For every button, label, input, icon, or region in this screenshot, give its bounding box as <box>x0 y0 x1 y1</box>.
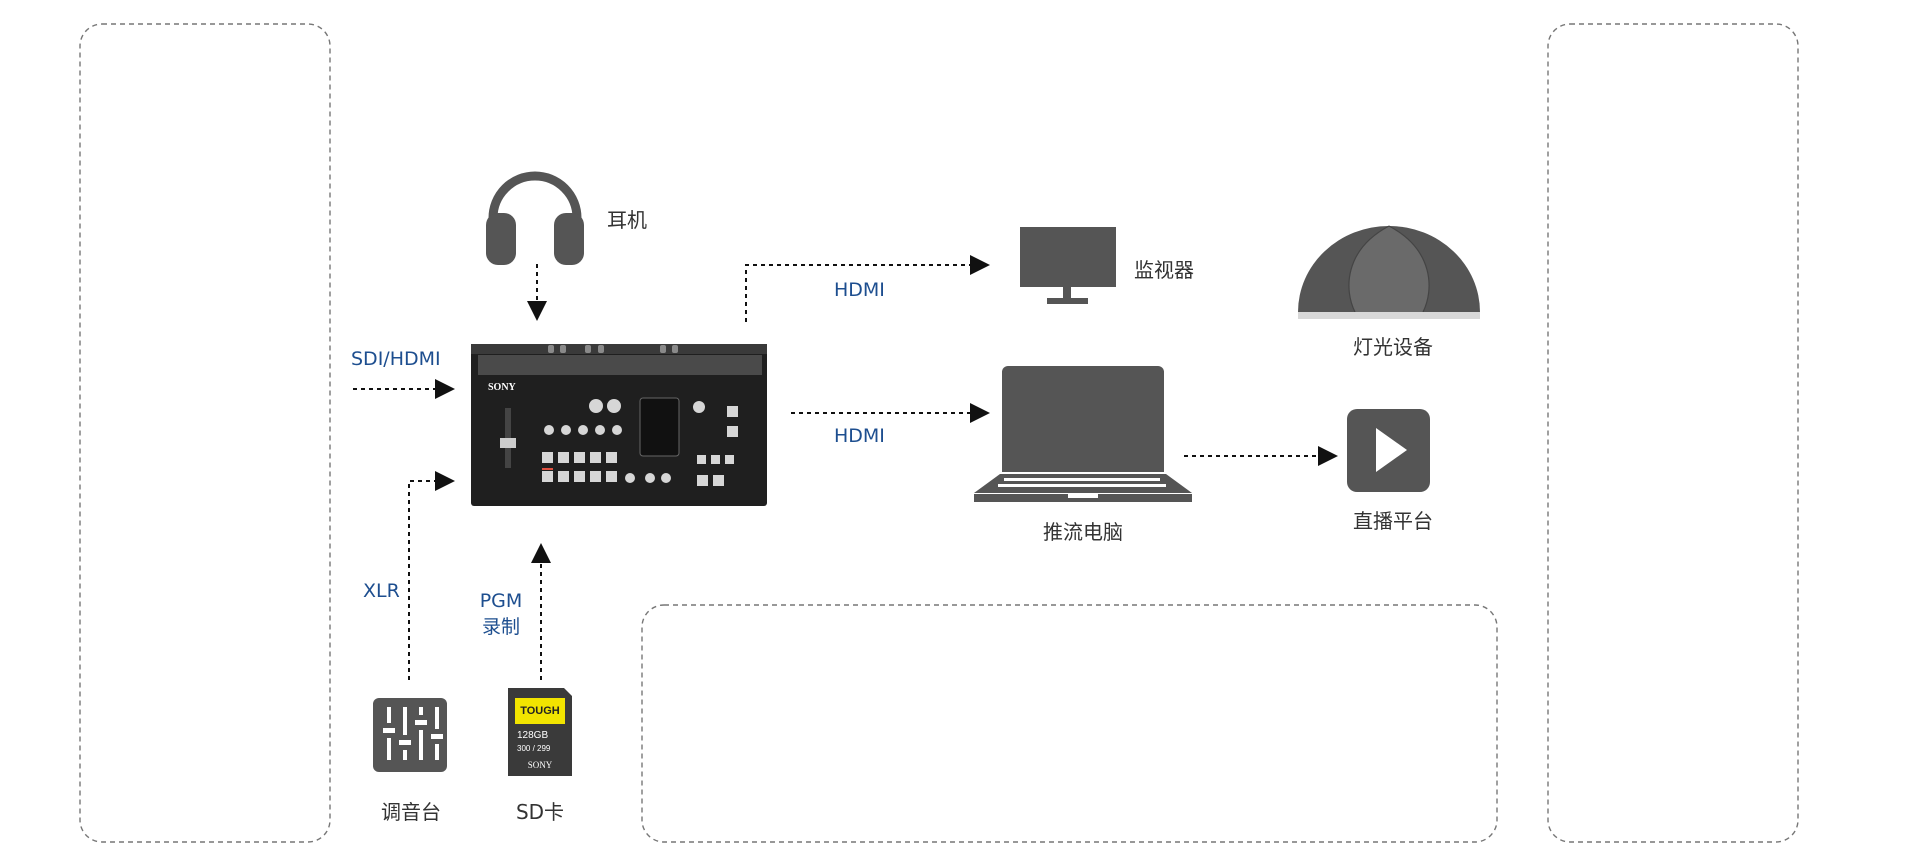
video-switcher-device: SONY <box>471 344 767 506</box>
mixer-label: 调音台 <box>381 800 441 824</box>
device-brand-text: SONY <box>488 382 517 393</box>
sd-card-label: SD卡 <box>515 800 565 824</box>
sd-card-icon: TOUGH 128GB 300 / 299 SONY <box>508 688 572 776</box>
play-icon <box>1347 409 1430 492</box>
connection-lines <box>353 255 1338 680</box>
xlr-link <box>408 471 455 680</box>
bottom-group-box <box>641 604 1498 843</box>
headphones-icon <box>486 171 584 265</box>
sdi-hdmi-label: SDI/HDMI <box>351 348 441 370</box>
hdmi-monitor-link <box>745 255 990 322</box>
sd-card-brand-text: SONY <box>528 760 553 770</box>
xlr-label: XLR <box>363 580 400 602</box>
lighting-dome-icon <box>1298 225 1480 319</box>
live-platform-label: 直播平台 <box>1353 509 1433 533</box>
recording-label: 录制 <box>481 616 521 638</box>
hdmi-pc-label: HDMI <box>834 425 885 447</box>
mixer-icon <box>373 698 447 772</box>
sd-card-capacity-text: 128GB <box>517 730 548 741</box>
sd-card-speed-text: 300 / 299 <box>517 744 551 753</box>
sd-card-series-text: TOUGH <box>520 705 560 717</box>
hdmi-monitor-label: HDMI <box>834 279 885 301</box>
monitor-icon <box>1020 227 1116 304</box>
streaming-pc-label: 推流电脑 <box>1043 520 1123 544</box>
laptop-icon <box>974 366 1192 502</box>
pgm-label: PGM <box>479 590 523 612</box>
headphones-label: 耳机 <box>607 208 647 232</box>
right-group-box <box>1547 23 1799 843</box>
lighting-label: 灯光设备 <box>1353 335 1433 359</box>
left-group-box <box>79 23 331 843</box>
monitor-label: 监视器 <box>1134 258 1194 282</box>
